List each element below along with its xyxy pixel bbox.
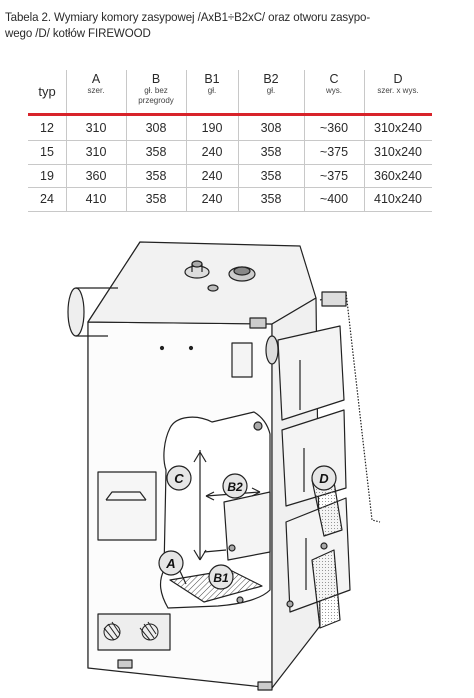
upper-door bbox=[277, 325, 345, 421]
table-cell: 310x240 bbox=[374, 121, 422, 135]
header-col-b-main: B bbox=[151, 72, 161, 86]
dimensions-table: typ A szer. B gł. bez przegrody B1 gł. B… bbox=[0, 68, 474, 218]
table-cell: 240 bbox=[201, 192, 223, 206]
label-b1: B1 bbox=[213, 571, 229, 585]
label-b1-circle bbox=[208, 564, 234, 590]
table-cell: 190 bbox=[201, 121, 223, 135]
header-col-b2-main: B2 bbox=[263, 72, 279, 86]
table-cell: 240 bbox=[201, 145, 223, 159]
cleaning-door bbox=[97, 471, 157, 541]
cutaway-chamber bbox=[159, 411, 271, 609]
header-col-b1: B1 gł. bbox=[186, 72, 238, 96]
table-cell: 358 bbox=[145, 169, 167, 183]
header-col-b2-sub: gł. bbox=[266, 86, 276, 95]
table-cell: 308 bbox=[260, 121, 282, 135]
table-cell: 358 bbox=[260, 192, 282, 206]
header-col-b: B gł. bez przegrody bbox=[126, 72, 186, 106]
boiler-drawing: C B2 D A B1 bbox=[0, 230, 474, 693]
top-plate bbox=[249, 317, 267, 329]
header-col-b1-sub: gł. bbox=[207, 86, 217, 95]
table-cell: 358 bbox=[260, 169, 282, 183]
table-cell: 358 bbox=[145, 145, 167, 159]
label-b2-circle bbox=[222, 473, 248, 499]
header-col-b1-main: B1 bbox=[204, 72, 220, 86]
label-d: D bbox=[319, 471, 329, 486]
caption-line-1: Tabela 2. Wymiary komory zasypowej /AxB1… bbox=[5, 10, 371, 24]
table-cell: 410 bbox=[85, 192, 107, 206]
table-cell: ~375 bbox=[319, 145, 349, 159]
header-col-b2: B2 gł. bbox=[238, 72, 304, 96]
foot-right bbox=[257, 681, 273, 691]
label-c: C bbox=[174, 471, 184, 486]
header-col-d-main: D bbox=[393, 72, 403, 86]
table-cell: ~375 bbox=[319, 169, 349, 183]
table-cell: 310 bbox=[85, 145, 107, 159]
label-a-circle bbox=[158, 550, 184, 576]
header-col-a-main: A bbox=[91, 72, 101, 86]
draft-regulator bbox=[321, 291, 347, 307]
label-c-circle bbox=[166, 465, 192, 491]
boiler-illustration: C B2 D A B1 bbox=[67, 241, 381, 691]
caption-line-2: wego /D/ kotłów FIREWOOD bbox=[5, 26, 151, 40]
top-bolt bbox=[207, 284, 219, 292]
header-col-a: A szer. bbox=[66, 72, 126, 96]
table-cell: 310 bbox=[85, 121, 107, 135]
ash-grille bbox=[97, 613, 171, 651]
top-flange-left bbox=[184, 265, 210, 279]
grille-vents bbox=[103, 621, 159, 641]
door-handle-lower bbox=[311, 549, 341, 629]
label-b2: B2 bbox=[227, 480, 243, 494]
header-col-b-sub1: gł. bez bbox=[144, 86, 168, 95]
header-divider bbox=[28, 113, 432, 116]
table-cell: 410x240 bbox=[374, 192, 422, 206]
table-cell: 360x240 bbox=[374, 169, 422, 183]
table-cell: 19 bbox=[40, 169, 54, 183]
header-col-c-main: C bbox=[329, 72, 339, 86]
header-col-d-sub: szer. x wys. bbox=[377, 86, 419, 95]
header-col-d: D szer. x wys. bbox=[364, 72, 432, 96]
table-cell: 12 bbox=[40, 121, 54, 135]
table-cell: 358 bbox=[260, 145, 282, 159]
label-d-circle bbox=[311, 465, 337, 491]
label-a: A bbox=[165, 556, 175, 571]
table-cell: 358 bbox=[145, 192, 167, 206]
table-cell: ~360 bbox=[319, 121, 349, 135]
draft-chain bbox=[319, 291, 381, 523]
table-cell: 24 bbox=[40, 192, 54, 206]
header-typ: typ bbox=[38, 84, 56, 99]
foot-left bbox=[117, 659, 133, 669]
boiler-top bbox=[87, 241, 317, 325]
table-cell: ~400 bbox=[319, 192, 349, 206]
table-cell: 310x240 bbox=[374, 145, 422, 159]
header-col-c: C wys. bbox=[304, 72, 364, 96]
table-cell: 360 bbox=[85, 169, 107, 183]
left-pipe bbox=[67, 287, 85, 337]
table-cell: 240 bbox=[201, 169, 223, 183]
table-cell: 308 bbox=[145, 121, 167, 135]
header-col-a-sub: szer. bbox=[87, 86, 105, 95]
header-col-c-sub: wys. bbox=[326, 86, 342, 95]
header-col-b-sub2: przegrody bbox=[138, 96, 174, 105]
front-panel bbox=[231, 342, 253, 378]
table-cell: 15 bbox=[40, 145, 54, 159]
table-caption: Tabela 2. Wymiary komory zasypowej /AxB1… bbox=[5, 9, 414, 41]
